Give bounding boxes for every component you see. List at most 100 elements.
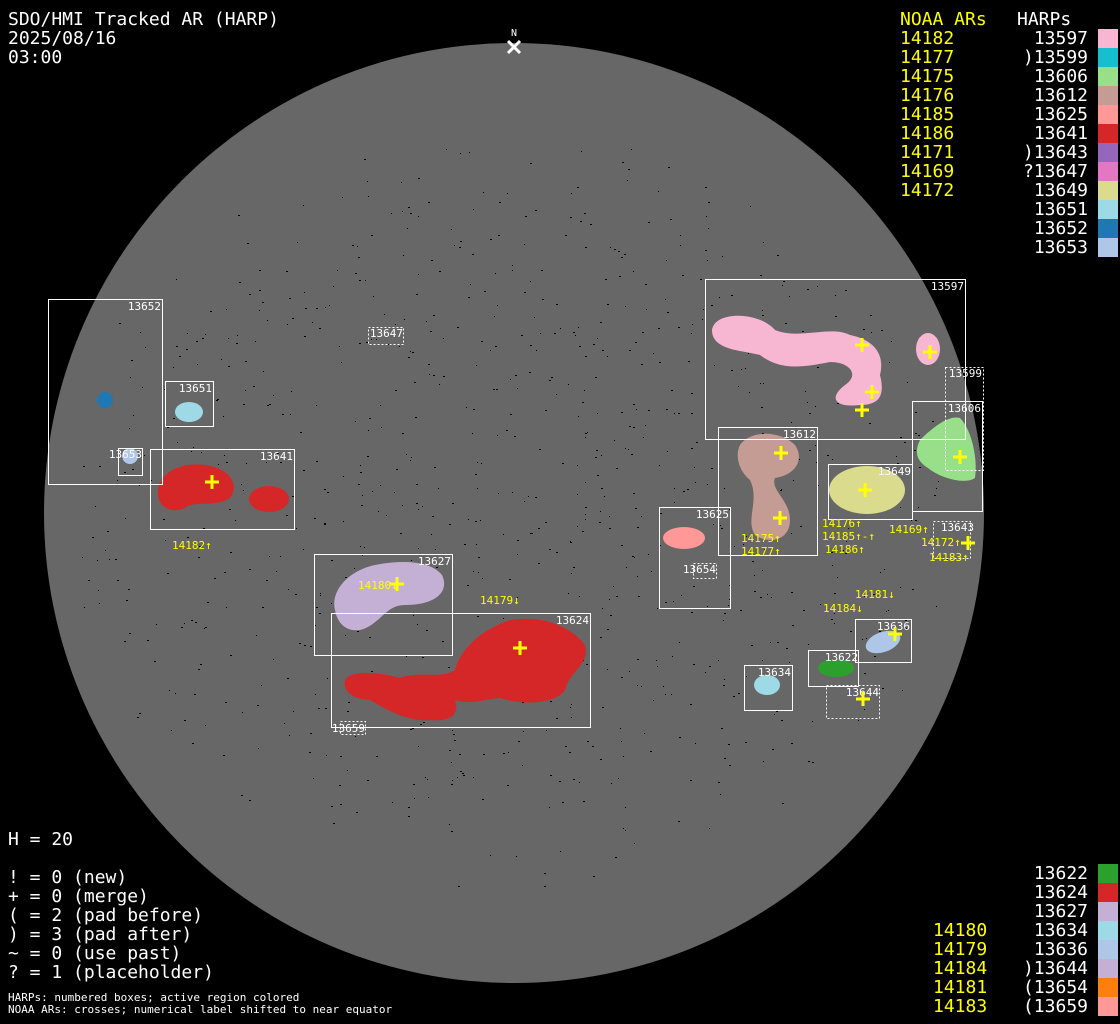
harp-number: 13641	[1033, 123, 1088, 144]
legend-row: 14183 (13659	[0, 997, 1120, 1016]
harp-number: 13651	[1033, 199, 1088, 220]
color-swatch	[1098, 921, 1118, 940]
north-label: N	[511, 28, 517, 39]
color-swatch	[1098, 48, 1118, 67]
harp-number: 13606	[1033, 66, 1088, 87]
noaa-ar-number: 14184	[933, 958, 988, 979]
harp-number: )13644	[1022, 958, 1088, 979]
harp-label: 13649	[878, 465, 911, 478]
region-13624	[344, 618, 586, 721]
noaa-ar-number: 14172	[900, 180, 955, 201]
noaa-cross-icon	[774, 446, 788, 460]
noaa-cross-icon	[865, 385, 879, 399]
noaa-label: 14183↑	[929, 551, 969, 564]
noaa-ar-number: 14177	[900, 47, 955, 68]
noaa-ar-number: 14185	[900, 104, 955, 125]
status-line: ! = 0 (new)	[8, 867, 128, 888]
harp-box-13659	[340, 721, 366, 735]
color-swatch	[1098, 883, 1118, 902]
color-swatch	[1098, 67, 1118, 86]
legend-row: 14186 13641	[0, 124, 1120, 143]
harp-number: )13643	[1022, 142, 1088, 163]
region-13612	[737, 433, 799, 540]
region-13597b	[916, 333, 940, 365]
harp-label: 13612	[783, 428, 816, 441]
status-line: ) = 3 (pad after)	[8, 924, 193, 945]
color-swatch	[1098, 143, 1118, 162]
harp-number: 13652	[1033, 218, 1088, 239]
noaa-ar-number: 14186	[900, 123, 955, 144]
legend-row: 13627	[0, 902, 1120, 921]
time-label: 03:00	[8, 47, 63, 68]
active-regions	[97, 315, 976, 721]
legend-row: 13652	[0, 219, 1120, 238]
harp-box-13612	[718, 427, 818, 556]
color-swatch	[1098, 200, 1118, 219]
noaa-ar-number: 14175	[900, 66, 955, 87]
noaa-cross-icon	[888, 627, 902, 641]
noaa-cross-icon	[858, 483, 872, 497]
legend-row: 14175 13606	[0, 67, 1120, 86]
harp-box-13647	[368, 327, 404, 345]
harp-box-13627	[314, 554, 453, 656]
harp-label: 13599	[949, 367, 982, 380]
noaa-cross-icon	[855, 403, 869, 417]
noaa-label: 14186↑	[825, 543, 865, 556]
harp-label: 13653	[109, 448, 142, 461]
harp-label: 13634	[758, 666, 791, 679]
harp-box-13641	[150, 449, 295, 530]
footer-note-harps: HARPs: numbered boxes; active region col…	[8, 991, 300, 1004]
harp-label: 13627	[418, 555, 451, 568]
noaa-ar-number: 14183	[933, 996, 988, 1017]
noaa-label: 14172↑	[921, 536, 961, 549]
noaa-ar-number: 14176	[900, 85, 955, 106]
harp-box-13606	[912, 401, 983, 512]
harp-box-13625	[659, 507, 731, 609]
region-13597	[712, 315, 882, 406]
harp-label: 13641	[260, 450, 293, 463]
legend-row: 13622	[0, 864, 1120, 883]
region-13652	[97, 392, 113, 408]
status-line: ? = 1 (placeholder)	[8, 962, 214, 983]
harp-label: 13643	[941, 521, 974, 534]
harp-label: 13636	[877, 620, 910, 633]
color-swatch	[1098, 902, 1118, 921]
harp-box-13653	[118, 448, 143, 476]
region-13625	[663, 527, 705, 549]
noaa-label: 14169↑	[889, 523, 929, 536]
north-marker-icon	[506, 39, 522, 55]
harp-number: 13636	[1033, 939, 1088, 960]
noaa-crosses	[205, 338, 975, 706]
noaa-cross-icon	[205, 475, 219, 489]
color-swatch	[1098, 86, 1118, 105]
noaa-ar-number: 14181	[933, 977, 988, 998]
region-13636	[865, 630, 901, 654]
color-swatch	[1098, 219, 1118, 238]
harp-label: 13659	[332, 722, 365, 735]
harp-label: 13647	[370, 327, 403, 340]
region-13651	[175, 402, 203, 422]
harp-box-13644	[826, 685, 880, 719]
legend-row: 14184 )13644	[0, 959, 1120, 978]
harp-box-13597	[705, 279, 966, 440]
harp-number: )13599	[1022, 47, 1088, 68]
harp-number: (13659	[1022, 996, 1088, 1017]
region-13641	[157, 464, 234, 511]
status-line: ( = 2 (pad before)	[8, 905, 204, 926]
noaa-cross-icon	[923, 345, 937, 359]
region-13634	[754, 675, 780, 695]
status-line: ~ = 0 (use past)	[8, 943, 182, 964]
status-counts: ! = 0 (new)+ = 0 (merge)( = 2 (pad befor…	[8, 868, 214, 982]
harp-box-13643	[933, 521, 971, 559]
harps-column-header: HARPs	[1017, 9, 1072, 30]
legend-row: 13651	[0, 200, 1120, 219]
color-swatch	[1098, 162, 1118, 181]
app-title: SDO/HMI Tracked AR (HARP)	[8, 9, 279, 30]
region-13653	[122, 448, 138, 464]
